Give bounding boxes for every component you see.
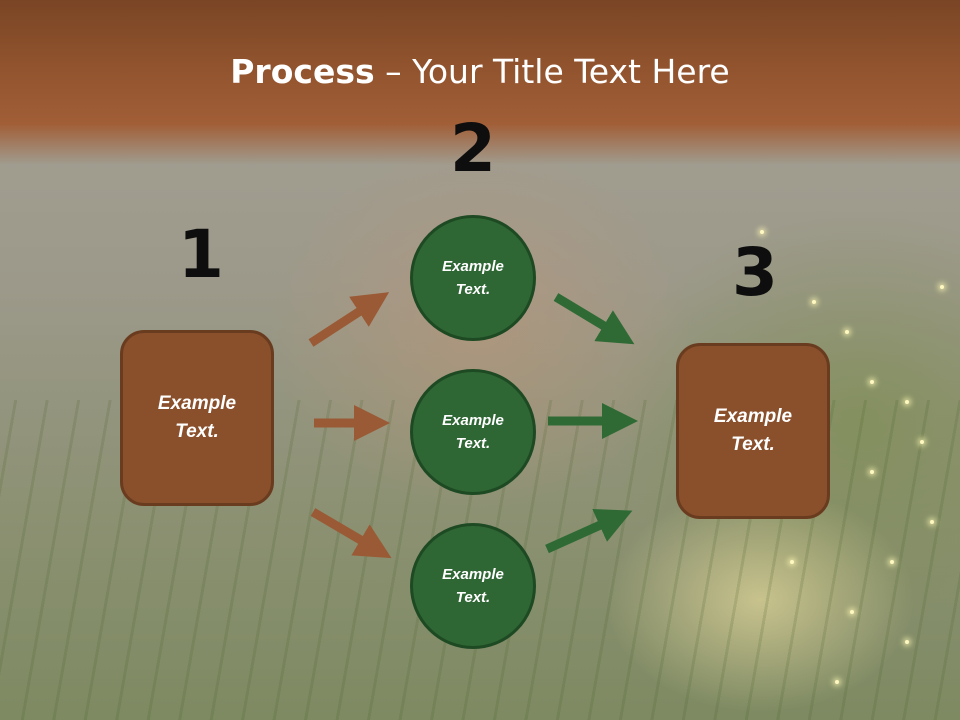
step-2-circle-bottom[interactable]: Example Text. bbox=[410, 523, 536, 649]
title-rest: – Your Title Text Here bbox=[374, 52, 730, 91]
slide-title[interactable]: Process – Your Title Text Here bbox=[0, 52, 960, 91]
title-bar bbox=[0, 0, 960, 165]
arrow-1-to-top bbox=[308, 292, 390, 347]
step-3-box[interactable]: Example Text. bbox=[676, 343, 830, 519]
step-3-text: Example Text. bbox=[713, 405, 793, 456]
step-1-text: Example Text. bbox=[157, 392, 237, 443]
arrow-bottom-to-3 bbox=[545, 508, 633, 554]
circle-bottom-text: Example Text. bbox=[442, 565, 504, 606]
circle-top-text: Example Text. bbox=[442, 257, 504, 298]
arrow-top-to-3 bbox=[553, 293, 635, 345]
step-2-circle-top[interactable]: Example Text. bbox=[410, 215, 536, 341]
circle-middle-text: Example Text. bbox=[442, 411, 504, 452]
title-bold: Process bbox=[230, 52, 375, 91]
step-1-box[interactable]: Example Text. bbox=[120, 330, 274, 506]
step-number-1: 1 bbox=[178, 216, 224, 293]
step-number-3: 3 bbox=[732, 234, 778, 311]
step-2-circle-middle[interactable]: Example Text. bbox=[410, 369, 536, 495]
arrow-1-to-bottom bbox=[310, 508, 392, 559]
step-number-2: 2 bbox=[450, 110, 496, 187]
